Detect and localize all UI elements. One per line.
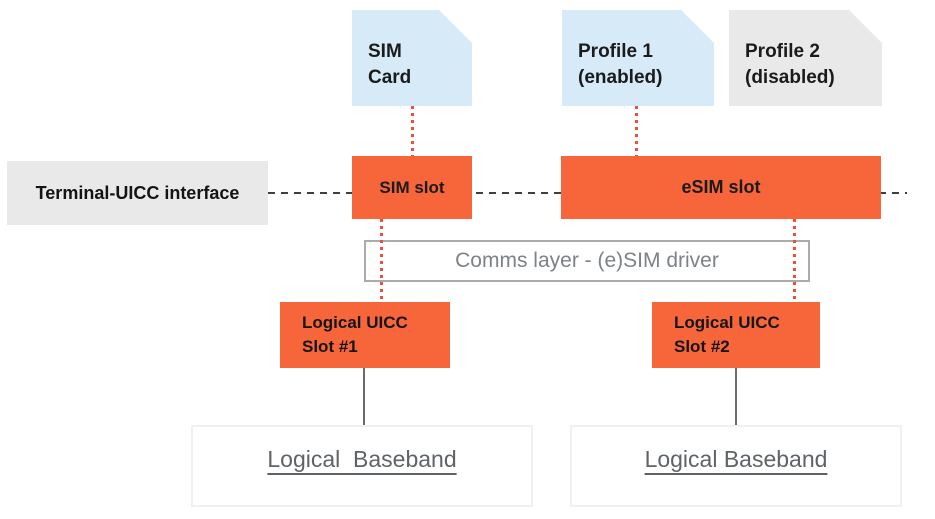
sim-card-box: SIM Card [352, 10, 472, 106]
sim-slot-box: SIM slot [352, 156, 472, 219]
terminal-uicc-interface-box: Terminal-UICC interface [7, 161, 268, 225]
connector-sim-slot-to-uicc-slot1 [380, 219, 383, 302]
logical-baseband-1-box: Logical Baseband [191, 425, 533, 507]
logical-uicc-slot-2-box: Logical UICC Slot #2 [652, 302, 820, 368]
sim-card-label: SIM Card [368, 41, 412, 88]
esim-slot-box: eSIM slot [561, 156, 881, 219]
connector-profile1-to-esim-slot [635, 106, 638, 156]
logical-uicc-slot-2-label: Logical UICC Slot #2 [674, 313, 780, 356]
logical-uicc-slot-1-box: Logical UICC Slot #1 [280, 302, 450, 368]
logical-baseband-1-label: Logical Baseband [267, 445, 457, 472]
terminal-uicc-interface-label: Terminal-UICC interface [35, 182, 240, 203]
connector-sim-card-to-sim-slot [411, 106, 414, 156]
logical-baseband-2-box: Logical Baseband [570, 425, 902, 507]
esim-slot-label: eSIM slot [681, 177, 761, 197]
comms-layer-label: Comms layer - (e)SIM driver [455, 249, 719, 272]
connector-uicc-slot2-to-baseband [735, 368, 737, 425]
profile-1-label: Profile 1 (enabled) [578, 41, 663, 88]
logical-uicc-slot-1-label: Logical UICC Slot #1 [302, 313, 408, 356]
sim-slot-label: SIM slot [379, 177, 445, 197]
connector-uicc-slot1-to-baseband [363, 368, 365, 425]
connector-esim-slot-to-uicc-slot2 [793, 219, 796, 300]
profile-2-disabled-box: Profile 2 (disabled) [729, 10, 882, 106]
logical-baseband-2-label: Logical Baseband [644, 445, 828, 472]
profile-1-enabled-box: Profile 1 (enabled) [562, 10, 714, 106]
profile-2-label: Profile 2 (disabled) [745, 41, 835, 88]
comms-layer-box: Comms layer - (e)SIM driver [364, 240, 810, 282]
